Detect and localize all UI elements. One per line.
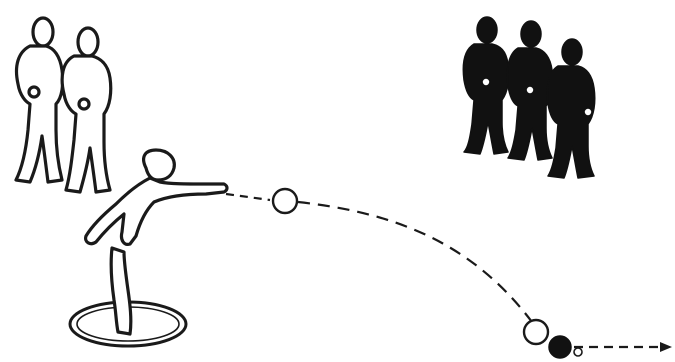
shot-ball-icon — [548, 335, 572, 359]
spectator-solid-figure — [506, 20, 554, 161]
spectator-outline-figure — [14, 16, 65, 184]
spectator-outline-figure — [60, 26, 113, 194]
arrow-right-icon — [574, 342, 672, 352]
spectator-solid-figure — [462, 16, 510, 155]
shot-ball-icon — [522, 318, 550, 346]
spectators-left — [14, 16, 113, 194]
dashed-trajectory-icon — [225, 192, 533, 323]
shot-put-thrower-icon — [84, 148, 229, 336]
spectators-right — [462, 16, 596, 179]
shot-ball-icon — [271, 187, 299, 215]
spectator-solid-figure — [546, 38, 596, 179]
landing-marker-icon — [573, 347, 583, 357]
